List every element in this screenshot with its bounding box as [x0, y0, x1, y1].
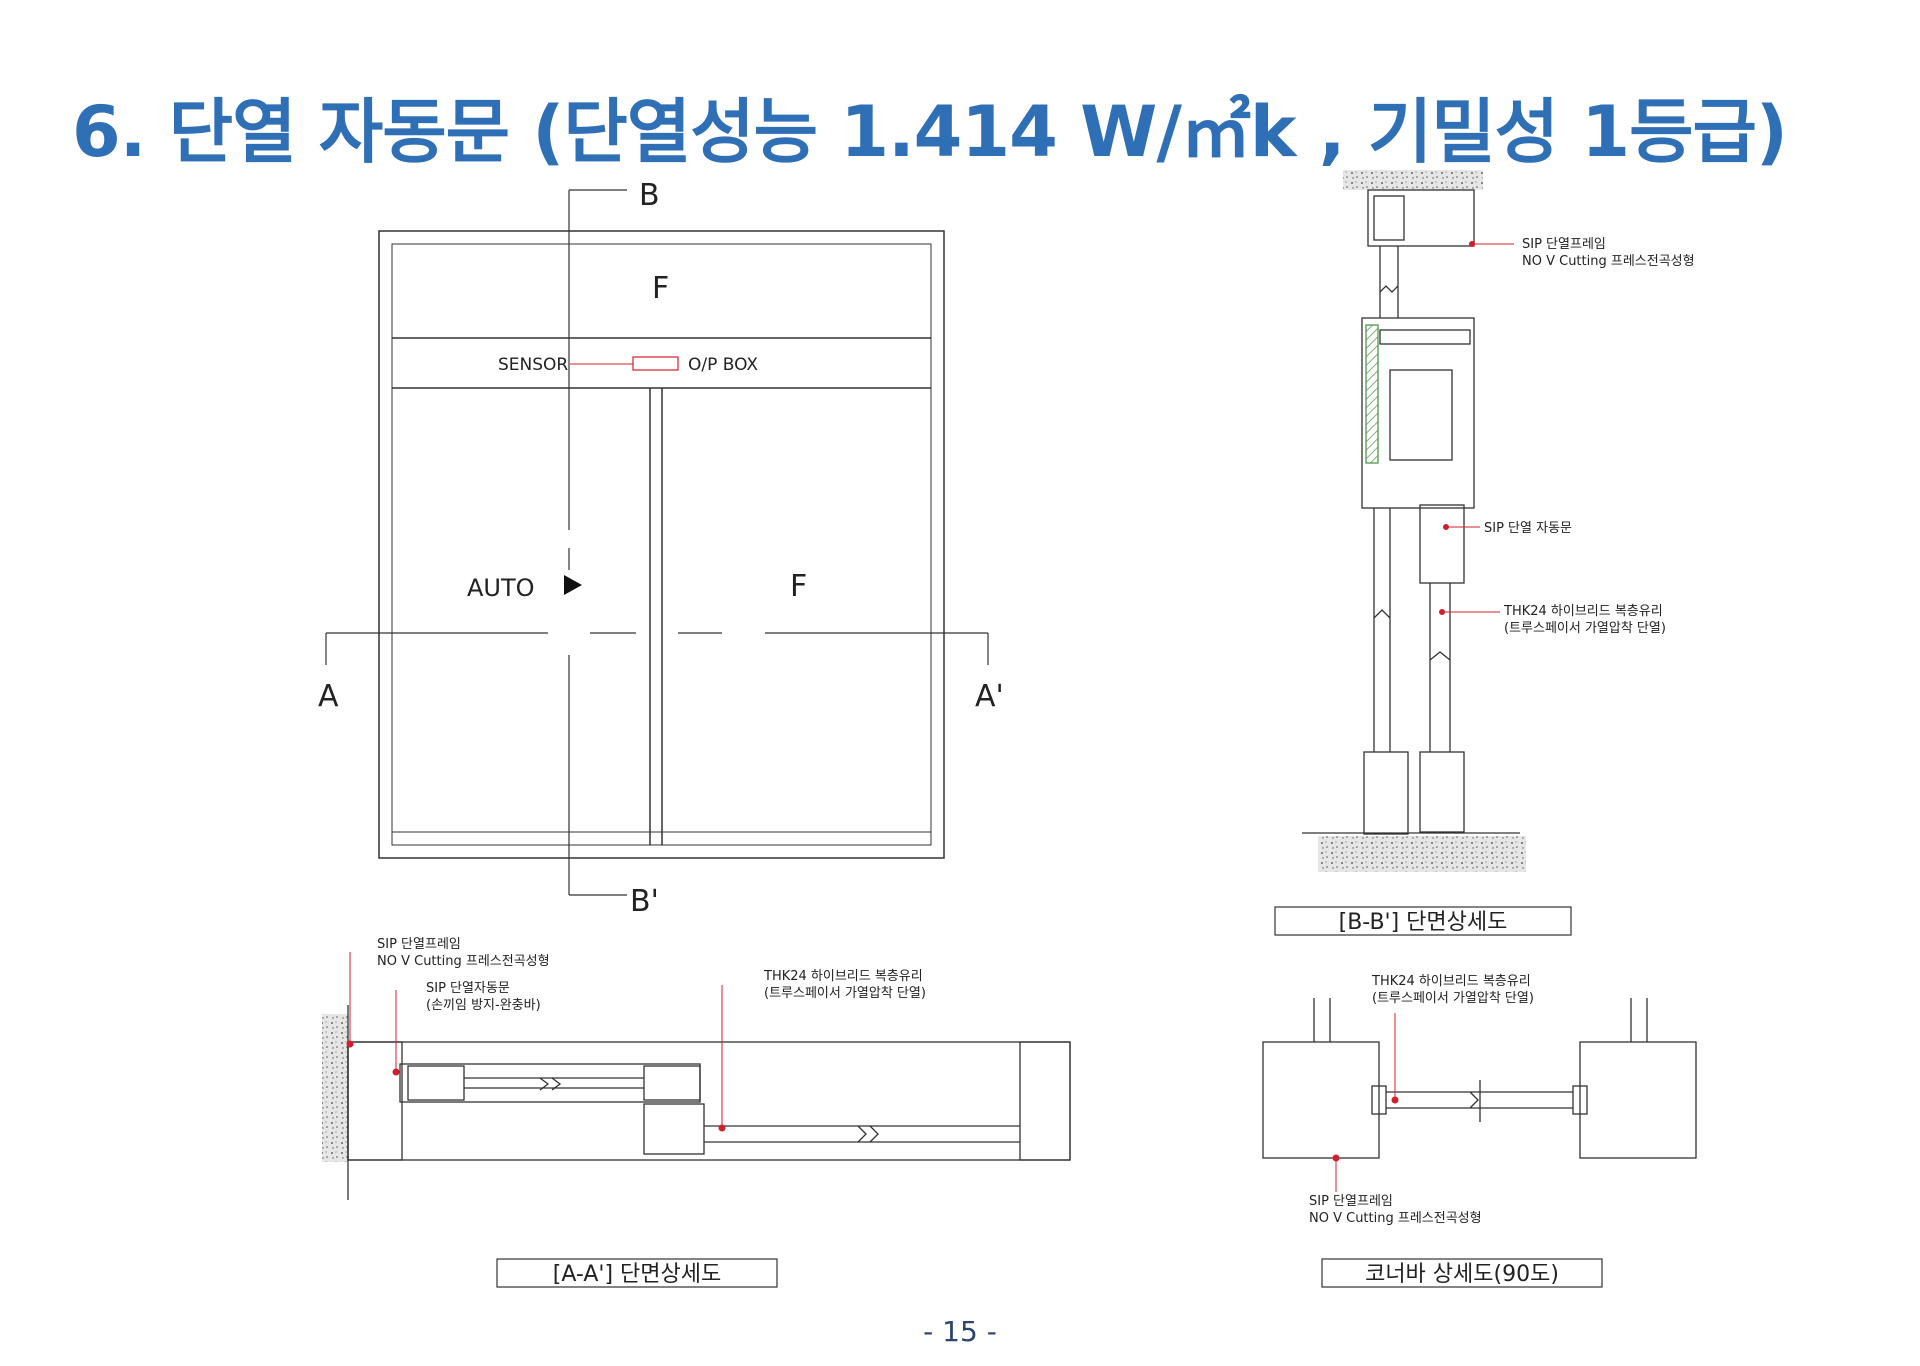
corner-frame-note-line1: SIP 단열프레임 [1309, 1194, 1393, 1209]
section-bb-caption: [B-B'] 단면상세도 [1339, 910, 1508, 935]
jamb-right [1019, 1041, 1071, 1161]
sliding-leaf [399, 1063, 701, 1103]
head-frame [1367, 189, 1475, 247]
transom-fixed-label: F [652, 271, 669, 306]
corner-frame-note-line2: NO V Cutting 프레스전곡성형 [1309, 1211, 1482, 1226]
aa-glass-note-line1: THK24 하이브리드 복층유리 [763, 969, 923, 984]
outer-frame [378, 230, 945, 859]
door-elevation [325, 189, 989, 896]
section-b-top-label: B [639, 178, 660, 213]
ceiling-slab [1343, 170, 1483, 190]
corner-glass-note-line1: THK24 하이브리드 복층유리 [1371, 974, 1531, 989]
section-aa-drawing [322, 952, 1071, 1288]
wall-left [322, 1014, 348, 1162]
aa-frame-note-line2: NO V Cutting 프레스전곡성형 [377, 954, 550, 969]
sill-frame-fixed [1363, 751, 1409, 835]
corner-caption-box [1321, 1258, 1603, 1288]
aa-glass-note-line2: (트루스페이서 가열압착 단열) [764, 986, 926, 1001]
auto-label: AUTO [467, 574, 535, 602]
aa-frame-note-line1: SIP 단열프레임 [377, 937, 461, 952]
header-box [1361, 317, 1475, 509]
section-a-left-label: A [318, 679, 339, 714]
op-box-icon [632, 356, 679, 371]
section-bb-drawing [1274, 170, 1572, 936]
page-number: - 15 - [923, 1315, 997, 1348]
auto-arrow-icon [564, 575, 582, 595]
section-line-b [568, 189, 627, 896]
section-b-bottom-label: B' [630, 884, 659, 919]
section-bb-caption-box [1274, 906, 1572, 936]
door-bottom-rail [1419, 751, 1465, 833]
bb-glass-note-line1: THK24 하이브리드 복층유리 [1503, 604, 1663, 619]
bb-frame-note-line1: SIP 단열프레임 [1522, 237, 1606, 252]
aa-door-note-line1: SIP 단열자동문 [426, 981, 510, 996]
bb-glass-note-line2: (트루스페이서 가열압착 단열) [1504, 621, 1666, 636]
bb-door-note: SIP 단열 자동문 [1484, 521, 1572, 536]
corner-block-left [1262, 1041, 1380, 1159]
fixed-panel-label: F [790, 569, 807, 604]
leaf-stile-left [407, 1065, 465, 1101]
bb-frame-note-line2: NO V Cutting 프레스전곡성형 [1522, 254, 1695, 269]
section-line-a [325, 632, 989, 665]
aa-door-note-line2: (손끼임 방지-완충바) [426, 998, 541, 1013]
corner-glass-note-line2: (트루스페이서 가열압착 단열) [1372, 991, 1534, 1006]
operator-unit [1389, 369, 1453, 461]
sensor-label: SENSOR [498, 355, 568, 375]
section-aa-caption-box [496, 1258, 778, 1288]
fixed-stile [643, 1103, 705, 1155]
head-profile [1373, 195, 1405, 241]
corner-detail-drawing [1262, 998, 1697, 1288]
section-a-right-label: A' [975, 679, 1004, 714]
floor-slab [1318, 836, 1526, 872]
op-box-label: O/P BOX [688, 355, 758, 375]
corner-caption: 코너바 상세도(90도) [1365, 1262, 1559, 1287]
insulation-hatch [1365, 324, 1379, 464]
jamb-left [347, 1041, 403, 1161]
leaf-stile-right [643, 1065, 701, 1101]
section-aa-caption: [A-A'] 단면상세도 [553, 1262, 721, 1287]
door-top-rail [1419, 504, 1465, 584]
corner-block-right [1579, 1041, 1697, 1159]
page-title: 6. 단열 자동문 (단열성능 1.414 W/㎡k , 기밀성 1등급) [72, 91, 1788, 173]
